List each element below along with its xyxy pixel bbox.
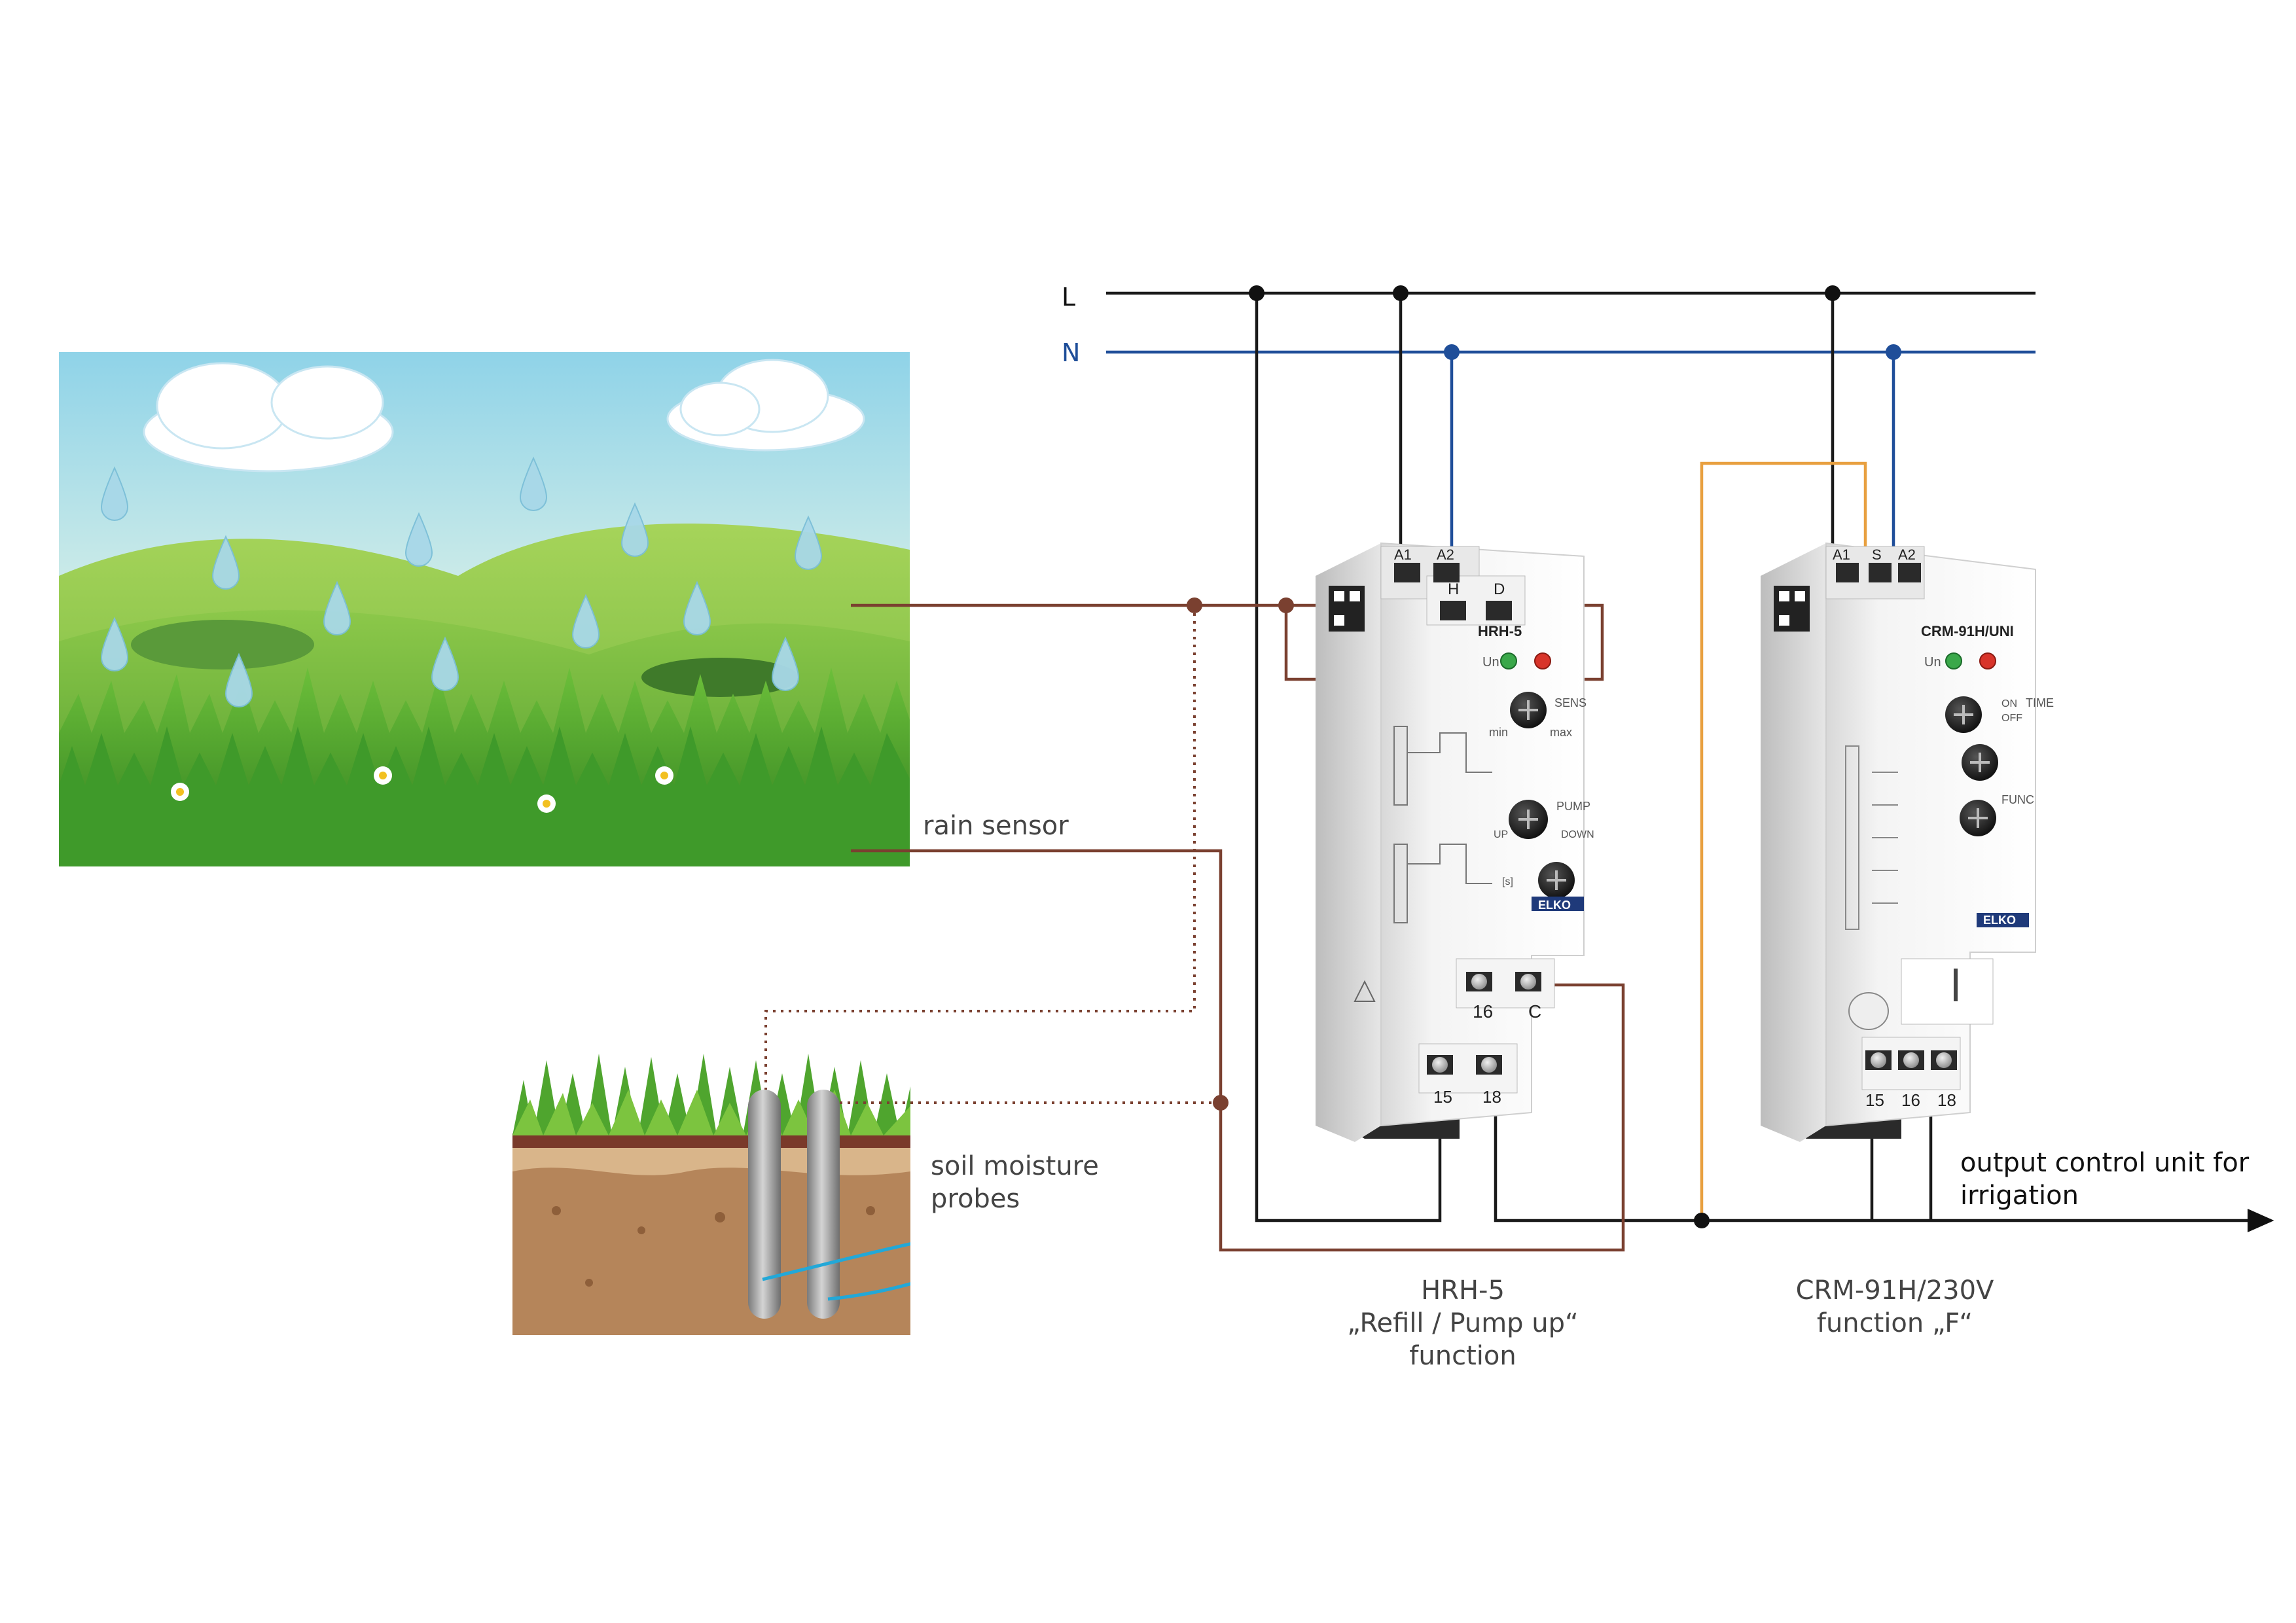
dotted-brown-wires: [764, 605, 1221, 1104]
line-l-label: L: [1062, 283, 1075, 312]
junction-dots: [1187, 285, 1901, 1228]
crm91-terminal-18: 18: [1937, 1090, 1956, 1110]
supply-lines: [1106, 291, 2036, 354]
hrh5-knob-up: UP: [1494, 829, 1508, 840]
rain-sensor-label: rain sensor: [923, 811, 1069, 841]
soil-probe-left: [748, 1090, 781, 1319]
rain-scene-illustration: [59, 352, 910, 866]
hrh5-model: HRH-5: [1478, 623, 1522, 639]
hrh5-knob-down: DOWN: [1561, 829, 1594, 840]
crm91-knob-func: FUNC: [2001, 793, 2034, 806]
rain-drops: [100, 456, 823, 707]
hrh5-terminal-c: C: [1528, 1001, 1541, 1022]
moisture-arrow-icon: [827, 1282, 910, 1301]
hrh5-terminal-15: 15: [1433, 1087, 1452, 1107]
crm91-led-un: Un: [1924, 655, 1941, 669]
hrh5-knob-min: min: [1489, 726, 1508, 739]
daisy-flowers: [171, 766, 673, 813]
hrh5-brand: ELKO: [1538, 899, 1571, 912]
hrh5-caption-line2: „Refill / Pump up“: [1347, 1308, 1579, 1338]
crm91-caption-line2: function „F“: [1817, 1308, 1973, 1338]
crm91h-device: [1761, 542, 2036, 1142]
crm91-terminal-15: 15: [1865, 1090, 1884, 1110]
hrh5-terminal-a1: A1: [1394, 546, 1412, 563]
crm91-terminal-a2: A2: [1898, 546, 1916, 563]
orange-wire: [1700, 461, 1867, 1221]
hrh5-knob-max: max: [1550, 726, 1572, 739]
crm91-caption-line1: CRM-91H/230V: [1796, 1275, 1994, 1306]
blue-wires: [1450, 352, 1895, 569]
line-n-label: N: [1062, 338, 1080, 367]
soil-label-line2: probes: [931, 1184, 1020, 1214]
moisture-arrow-icon: [762, 1242, 910, 1281]
crm91-terminal-s: S: [1872, 546, 1882, 563]
hrh5-terminal-d: D: [1494, 580, 1505, 598]
output-label-line1: output control unit for: [1960, 1148, 2250, 1178]
soil-label-line1: soil moisture: [931, 1151, 1099, 1181]
crm91-knob-off: OFF: [2001, 713, 2022, 724]
cloud-left: [143, 362, 394, 473]
hrh5-terminal-a2: A2: [1437, 546, 1454, 563]
hrh5-caption-line1: HRH-5: [1421, 1275, 1505, 1306]
elko-round-logo-icon: [1848, 992, 1889, 1030]
hrh5-terminal-16: 16: [1473, 1001, 1493, 1022]
hrh5-led-un: Un: [1482, 655, 1499, 669]
labels: L N rain sensor soil moisture probes A1 …: [923, 283, 2250, 1371]
hrh5-knob-sens: SENS: [1554, 696, 1587, 709]
cloud-right: [666, 359, 865, 452]
crm91-terminal-16: 16: [1901, 1090, 1920, 1110]
crm91-brand: ELKO: [1983, 914, 2016, 927]
crm91-knob-time: TIME: [2026, 696, 2054, 709]
hrh5-caption-line3: function: [1409, 1341, 1516, 1371]
hrh5-device: [1316, 542, 1585, 1142]
hrh5-knob-s: [s]: [1502, 876, 1513, 887]
crm91-knob-on: ON: [2001, 698, 2017, 709]
hrh5-terminal-h: H: [1448, 580, 1459, 598]
crm91-terminal-a1: A1: [1833, 546, 1850, 563]
output-label-line2: irrigation: [1960, 1181, 2079, 1211]
soil-probe-right: [807, 1090, 840, 1319]
hrh5-knob-pump: PUMP: [1556, 800, 1590, 813]
hrh5-terminal-18: 18: [1482, 1087, 1501, 1107]
crm91-model: CRM-91H/UNI: [1921, 623, 2014, 639]
black-wires: [1255, 293, 2274, 1232]
soil-probes-illustration: [512, 1054, 910, 1335]
